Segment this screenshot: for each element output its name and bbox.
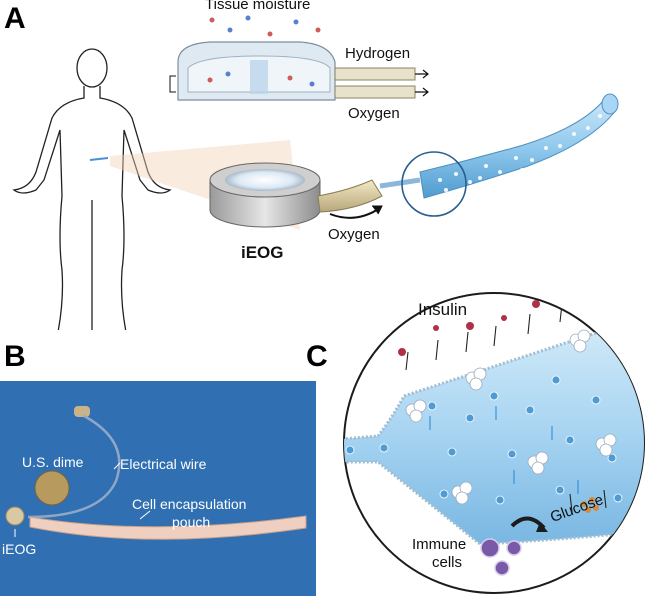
dime-coin xyxy=(34,470,70,506)
device-photo-drawing xyxy=(5,406,307,540)
panel-b-letter: B xyxy=(4,340,26,373)
panel-c-letter: C xyxy=(306,340,328,373)
cross-section-view xyxy=(169,15,429,101)
cell-encapsulation-pouch xyxy=(401,93,619,217)
implant-site-mark xyxy=(89,157,109,161)
dime-label: U.S. dime xyxy=(22,454,84,470)
pouch-label-line2: pouch xyxy=(172,514,211,530)
hydrogen-label: Hydrogen xyxy=(345,45,411,62)
tissue-moisture-label: Tissue moisture xyxy=(205,0,311,13)
panel-a-letter: A xyxy=(4,2,26,35)
electrical-wire xyxy=(27,414,121,519)
oxygen-output-label: Oxygen xyxy=(348,105,400,122)
pouch-strip xyxy=(29,515,307,540)
panel-a-illustration xyxy=(12,15,619,330)
ieog-device xyxy=(209,162,421,228)
pouch-label-line1: Cell encapsulation xyxy=(132,496,247,512)
immune-cells-label-line2: cells xyxy=(432,554,463,571)
insulin-label: Insulin xyxy=(418,300,468,319)
immune-cells-label-line1: Immune xyxy=(412,536,467,553)
oxygen-flow-label: Oxygen xyxy=(328,226,380,243)
ieog-disk xyxy=(5,506,25,526)
ieog-photo-label: iEOG xyxy=(2,541,37,557)
device-photo: U.S. dime Electrical wire Cell encapsula… xyxy=(0,381,316,596)
ieog-label: iEOG xyxy=(241,243,284,262)
wire-connector xyxy=(74,406,90,417)
human-body-outline xyxy=(12,48,172,330)
wire-label: Electrical wire xyxy=(120,456,207,472)
